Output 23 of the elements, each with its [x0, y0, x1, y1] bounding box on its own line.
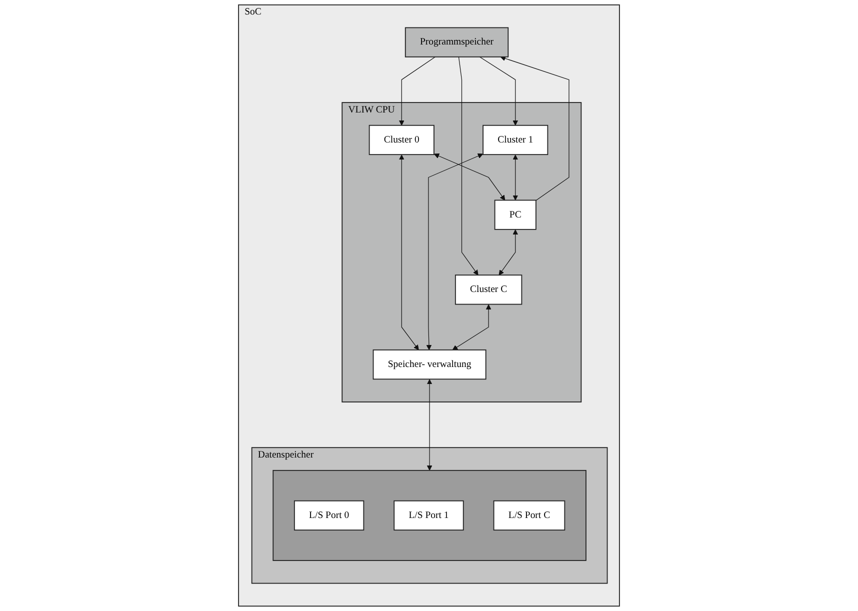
arrow [458, 56, 478, 276]
arrow [479, 56, 518, 126]
arrow [398, 56, 436, 126]
node-box [454, 274, 522, 305]
node-box [482, 124, 548, 156]
arrow [398, 154, 419, 350]
arrow [426, 153, 484, 350]
arrow [512, 154, 518, 200]
node-box [394, 500, 464, 531]
cluster [251, 447, 608, 584]
arrow [434, 153, 506, 200]
arrow [452, 304, 492, 350]
node-box [372, 349, 486, 380]
node-box [494, 200, 536, 230]
arrow [500, 56, 570, 201]
node-box [404, 27, 509, 58]
arrow [498, 229, 518, 276]
cluster [342, 102, 582, 402]
cluster [272, 470, 586, 561]
node-box [493, 500, 566, 531]
arrow [426, 379, 432, 471]
node-box [294, 500, 364, 531]
node-box [368, 124, 434, 156]
